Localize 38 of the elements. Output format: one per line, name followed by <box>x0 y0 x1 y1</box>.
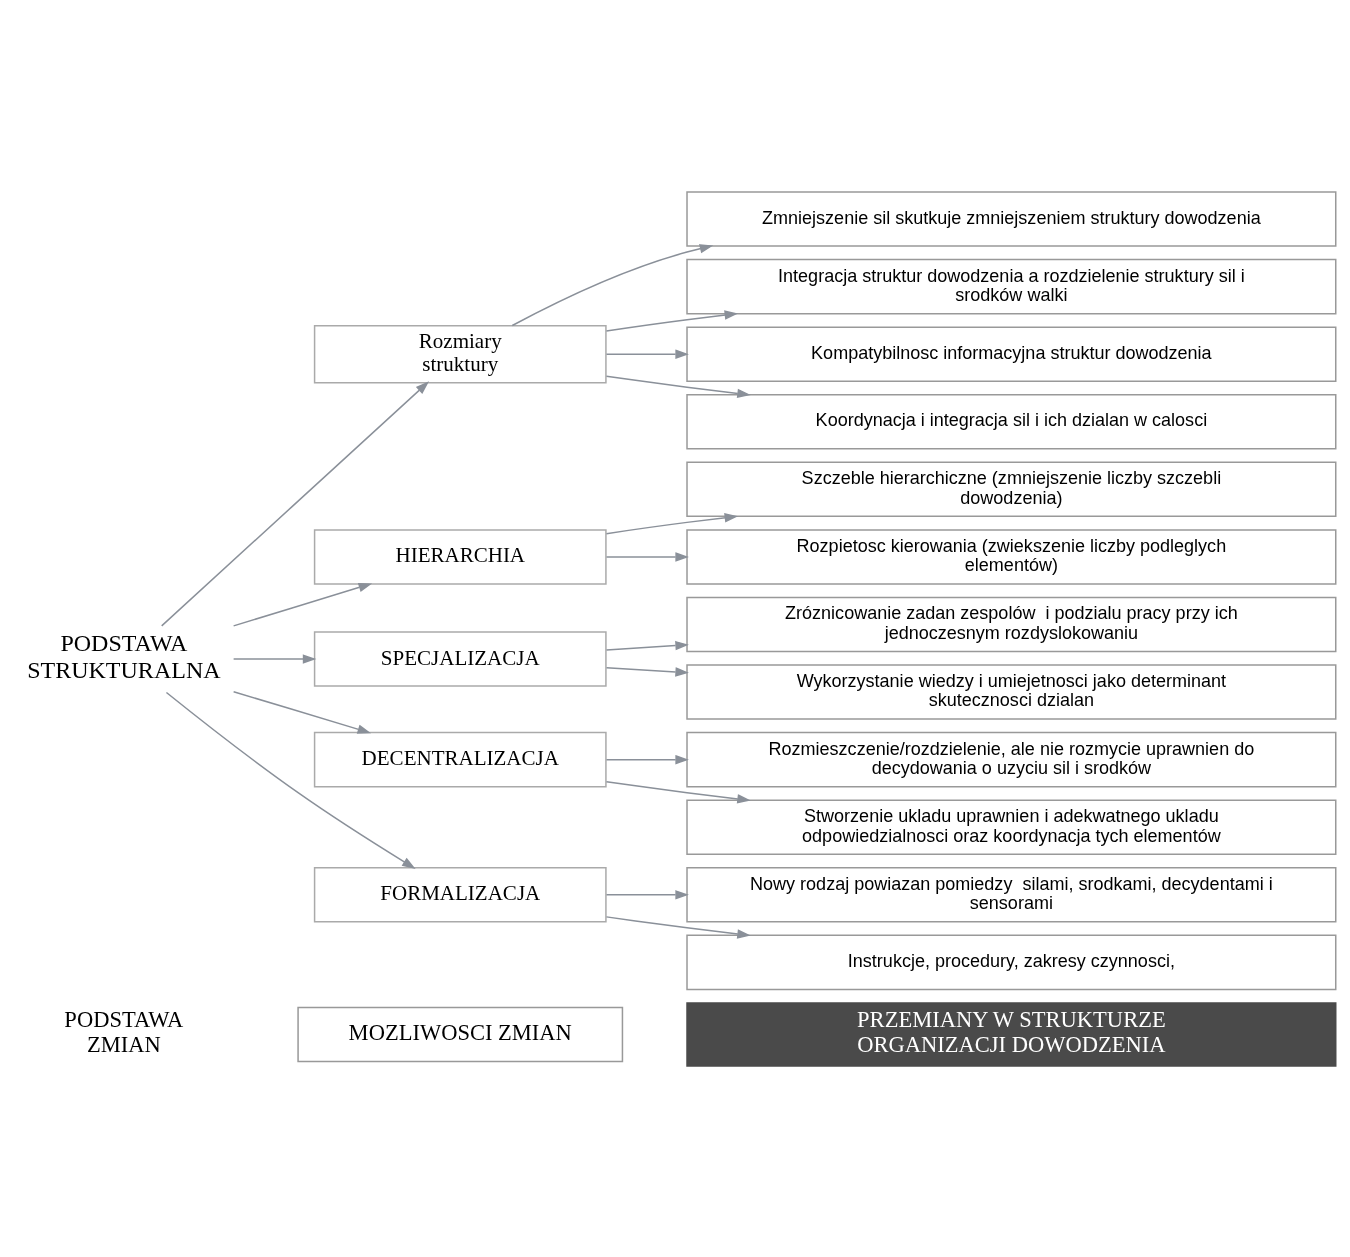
arrow <box>605 780 751 804</box>
node-text: PODSTAWA STRUKTURALNA <box>27 629 221 683</box>
arrow <box>605 375 751 398</box>
arrow <box>605 666 689 677</box>
node-box: HIERARCHIA <box>313 528 607 585</box>
node-box: Rozmiary struktury <box>313 324 607 383</box>
node-box: Wykorzystanie wiedzy i umiejetnosci jako determinant skutecznosci dzialan <box>686 663 1337 720</box>
arrow <box>605 889 689 900</box>
node-box: Nowy rodzaj powiazan pomiedzy silami, srodkami, decydentami i sensorami <box>686 866 1337 923</box>
arrow <box>605 512 739 534</box>
arrow <box>511 243 714 326</box>
node-box: FORMALIZACJA <box>313 866 607 923</box>
node-box: Kompatybilnosc informacyjna struktur dowodzenia <box>686 325 1337 382</box>
node-box: MOZLIWOSCI ZMIAN <box>297 1006 624 1062</box>
arrow <box>165 691 416 869</box>
arrow <box>605 309 739 332</box>
node-box: Stworzenie ukladu uprawnien i adekwatnego ukladu odpowiedzialnosci oraz koordynacja tych elementów <box>686 798 1337 855</box>
arrow <box>605 348 689 359</box>
arrow <box>232 653 317 664</box>
label: PODSTAWA ZMIAN <box>64 1006 184 1057</box>
arrow <box>605 551 689 562</box>
node-box: Zmniejszenie sil skutkuje zmniejszeniem struktury dowodzenia <box>686 190 1337 247</box>
node-box: PRZEMIANY W STRUKTURZE ORGANIZACJI DOWODZENIA <box>686 1001 1337 1067</box>
arrow <box>605 640 689 651</box>
node-box: Szczeble hierarchiczne (zmniejszenie liczby szczebli dowodzenia) <box>686 461 1337 517</box>
node-box: Instrukcje, procedury, zakresy czynnosci, <box>686 934 1337 990</box>
node-box: Koordynacja i integracja sil i ich dzialan w calosci <box>686 393 1337 450</box>
node-box: SPECJALIZACJA <box>313 630 607 687</box>
node-box: DECENTRALIZACJA <box>313 731 607 787</box>
arrow <box>160 380 430 627</box>
node-box: Rozmieszczenie/rozdzielenie, ale nie rozmycie uprawnien do decydowania o uzyciu sil i srodków <box>686 731 1337 787</box>
arrow <box>232 582 373 627</box>
node-box: Zróznicowanie zadan zespolów i podzialu pracy przy ich jednoczesnym rozdyslokowaniu <box>686 596 1337 652</box>
node-box: Integracja struktur dowodzenia a rozdzielenie struktury sil i srodków walki <box>686 258 1337 314</box>
arrow <box>605 915 751 939</box>
arrow <box>605 754 689 764</box>
arrow <box>232 690 372 734</box>
node-box: Rozpietosc kierowania (zwiekszenie liczby podleglych elementów) <box>686 528 1337 585</box>
